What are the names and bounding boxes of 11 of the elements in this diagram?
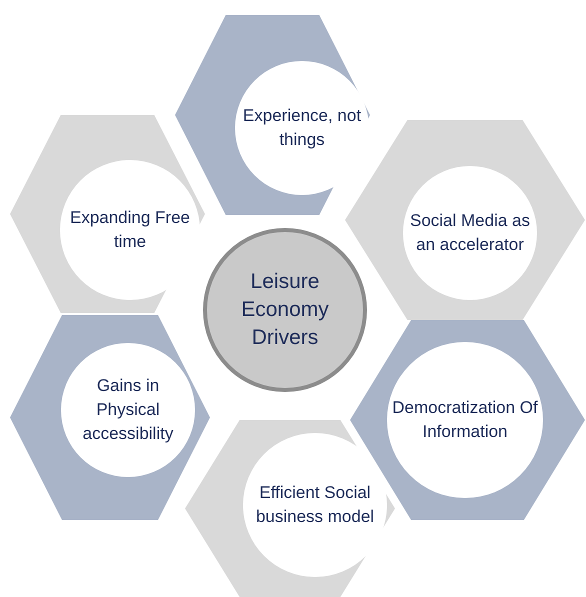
tile-label: Democratization Of Information [391,397,539,443]
hexagon-tile [10,315,210,520]
tile-label: Expanding Free time [68,207,192,253]
tile-label: Social Media as an accelerator [408,210,531,256]
tile-label: Efficient Social business model [254,482,376,528]
tile-label: Gains in Physical accessibility [82,375,174,445]
hexagon-tile [345,120,585,320]
hexagon-tile [10,115,205,313]
hexagon-tile [185,420,395,597]
tile-label: Experience, not things [242,105,362,151]
center-label: Leisure Economy Drivers [240,269,330,351]
